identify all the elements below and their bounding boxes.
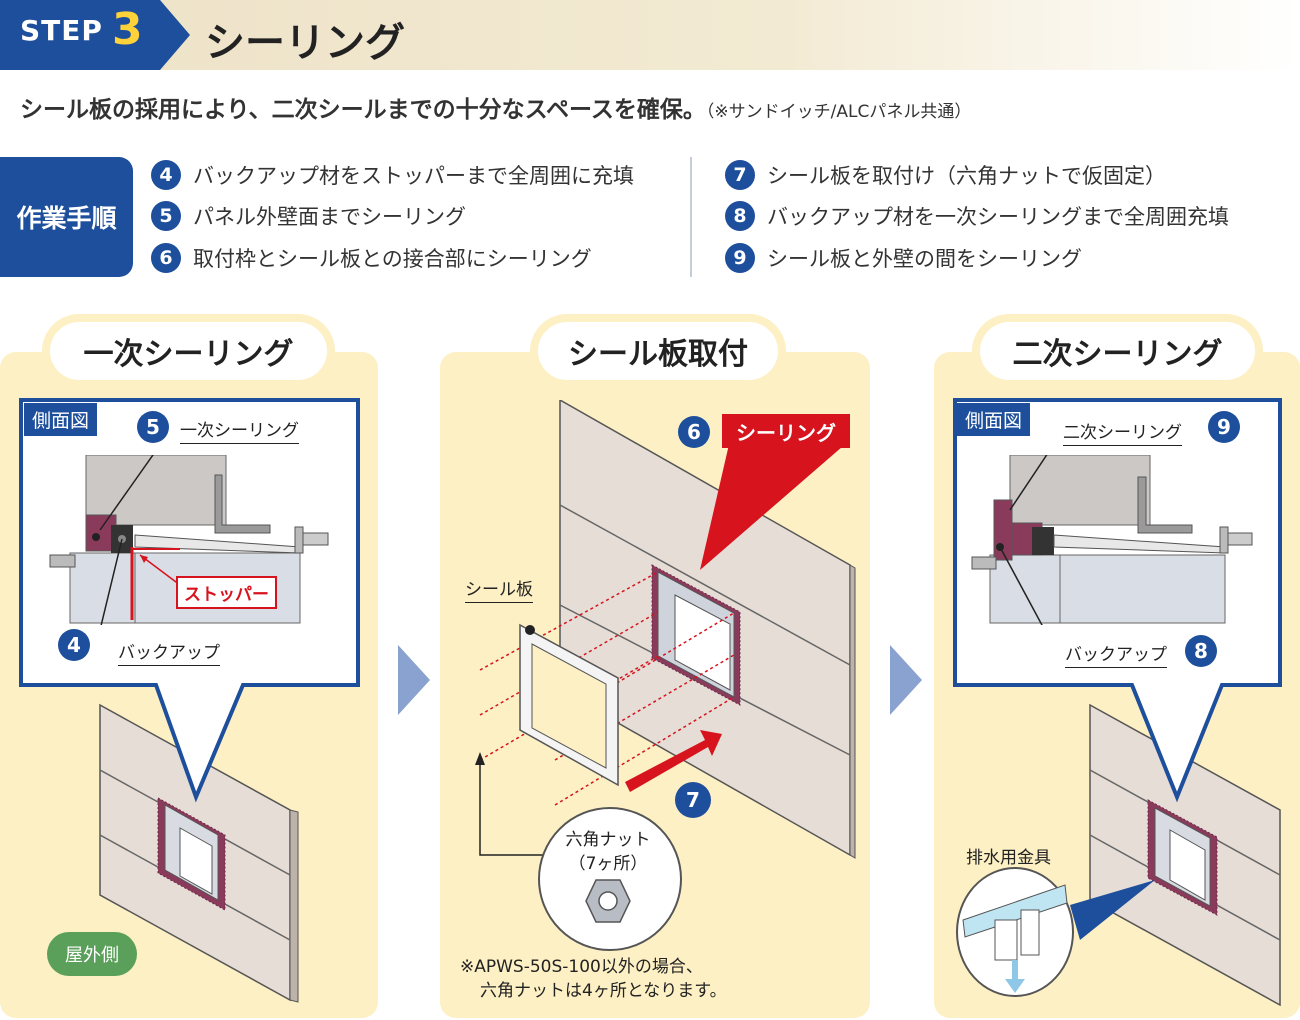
page-title: シーリング: [205, 20, 405, 66]
step-label: STEP: [20, 14, 103, 47]
seal-plate-illustration: [475, 400, 856, 859]
step-number-badge: 6: [151, 243, 181, 273]
step-text: シール板と外壁の間をシーリング: [767, 247, 1082, 271]
step-badge: [0, 0, 190, 70]
side-view-tag: 側面図: [24, 403, 98, 436]
step-badge-8: 8: [1185, 635, 1217, 667]
label-drain-fitting: 排水用金具: [966, 848, 1051, 868]
procedure-step: 5 パネル外壁面までシーリング: [151, 201, 466, 231]
subtitle-main: シール板の採用により、二次シールまでの十分なスペースを確保。: [20, 97, 706, 123]
label-primary-sealing: 一次シーリング: [180, 416, 299, 444]
step-number-badge: 7: [725, 160, 755, 190]
step-number-badge: 9: [725, 243, 755, 273]
step-badge-9: 9: [1208, 411, 1240, 443]
procedure-step: 7 シール板を取付け（六角ナットで仮固定）: [725, 160, 1166, 190]
note-line-2: 六角ナットは4ヶ所となります。: [480, 981, 727, 1001]
step-text: シール板を取付け（六角ナットで仮固定）: [767, 164, 1166, 188]
header-band: [0, 0, 1300, 70]
label-sealing: シーリング: [722, 414, 850, 448]
step-number-badge: 5: [151, 201, 181, 231]
step-badge-7: 7: [675, 782, 711, 818]
procedure-label: 作業手順: [0, 157, 133, 277]
procedure-step: 8 バックアップ材を一次シーリングまで全周囲充填: [725, 201, 1229, 231]
panel-title-secondary: 二次シーリング: [980, 322, 1255, 380]
label-secondary-sealing: 二次シーリング: [1063, 418, 1182, 446]
panel-title-primary: 一次シーリング: [50, 322, 327, 380]
step-text: 取付枠とシール板との接合部にシーリング: [193, 247, 592, 271]
next-arrow-icon: [890, 645, 922, 715]
nut-label-line2: （7ヶ所）: [568, 854, 648, 874]
cross-section-drawing-3: [971, 455, 1253, 625]
next-arrow-icon: [398, 645, 430, 715]
note: ※APWS-50S-100以外の場合、 六角ナットは4ヶ所となります。: [460, 955, 727, 1003]
side-view-tag: 側面図: [957, 403, 1031, 436]
note-line-1: ※APWS-50S-100以外の場合、: [460, 957, 703, 977]
step-text: バックアップ材を一次シーリングまで全周囲充填: [767, 205, 1229, 229]
hex-nut-callout: [538, 807, 682, 951]
step-badge-4: 4: [58, 629, 90, 661]
label-backup-2: バックアップ: [1065, 640, 1167, 668]
cross-section-drawing-1: [49, 455, 329, 625]
step-number-badge: 8: [725, 201, 755, 231]
drain-fitting-callout: [956, 867, 1155, 997]
procedure-step: 9 シール板と外壁の間をシーリング: [725, 243, 1082, 273]
procedure-step: 4 バックアップ材をストッパーまで全周囲に充填: [151, 160, 634, 190]
step-badge-6: 6: [678, 416, 710, 448]
outside-badge: 屋外側: [47, 932, 137, 976]
label-seal-plate: シール板: [465, 575, 533, 603]
subtitle-note: （※サンドイッチ/ALCパネル共通）: [705, 102, 972, 122]
label-backup: バックアップ: [118, 638, 220, 666]
nut-label-line1: 六角ナット: [565, 830, 651, 850]
step-number-badge: 4: [151, 160, 181, 190]
wall-illustration-3: [1089, 703, 1281, 1007]
hex-nut-icon: [585, 879, 631, 923]
step-badge-5: 5: [137, 411, 169, 443]
procedure-divider: [690, 157, 692, 277]
panel-title-seal-plate: シール板取付: [538, 322, 778, 380]
subtitle: シール板の採用により、二次シールまでの十分なスペースを確保。（※サンドイッチ/A…: [20, 90, 971, 124]
step-number: 3: [112, 4, 143, 55]
step-text: バックアップ材をストッパーまで全周囲に充填: [193, 164, 634, 188]
label-stopper: ストッパー: [176, 576, 277, 609]
procedure-step: 6 取付枠とシール板との接合部にシーリング: [151, 243, 592, 273]
wall-illustration-1: [99, 703, 299, 1003]
step-text: パネル外壁面までシーリング: [193, 205, 466, 229]
